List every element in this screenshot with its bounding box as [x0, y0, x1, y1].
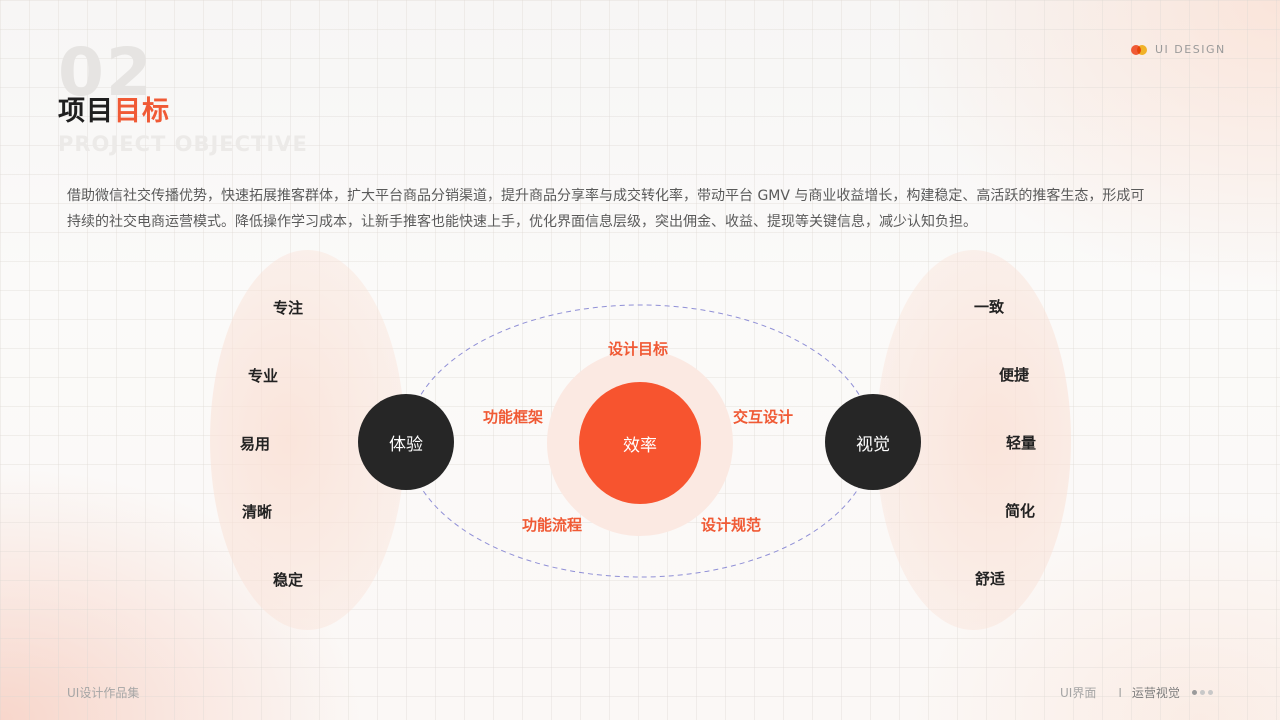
label-design-spec: 设计规范 [701, 516, 762, 534]
left-word-4: 清晰 [242, 503, 273, 521]
page-title: 项目目标 [58, 98, 170, 125]
title-dark: 项目 [58, 96, 114, 127]
right-word-5: 舒适 [975, 570, 1006, 588]
footer-separator: I [1118, 685, 1122, 700]
node-experience: 体验 [358, 394, 454, 490]
brand-logo: UI DESIGN [1131, 43, 1226, 56]
node-visual: 视觉 [825, 394, 921, 490]
left-word-1: 专注 [273, 299, 304, 317]
brand-dots-icon [1131, 44, 1147, 56]
left-word-3: 易用 [240, 435, 271, 453]
title-accent: 目标 [114, 96, 170, 127]
center-core: 效率 [579, 382, 701, 504]
label-function-flow: 功能流程 [522, 516, 583, 534]
description-text: 借助微信社交传播优势，快速拓展推客群体，扩大平台商品分销渠道，提升商品分享率与成… [67, 188, 1145, 230]
footer-nav: UI界面 I 运营视觉 [1060, 684, 1213, 701]
right-word-2: 便捷 [999, 366, 1030, 384]
footer-portfolio-label: UI设计作品集 [67, 686, 140, 700]
brand-text: UI DESIGN [1155, 43, 1226, 56]
right-word-4: 简化 [1005, 502, 1036, 520]
label-function-framework: 功能框架 [483, 408, 544, 426]
right-word-1: 一致 [974, 298, 1005, 316]
more-dots-icon [1191, 690, 1213, 695]
left-word-5: 稳定 [273, 571, 304, 589]
label-design-goal: 设计目标 [608, 340, 669, 358]
footer-item-ui[interactable]: UI界面 [1060, 686, 1097, 700]
left-word-2: 专业 [248, 367, 279, 385]
section-number: 02 [58, 34, 154, 111]
label-interaction-design: 交互设计 [733, 408, 794, 426]
page-subtitle: PROJECT OBJECTIVE [58, 132, 308, 156]
right-word-3: 轻量 [1006, 434, 1037, 452]
footer-item-operation[interactable]: 运营视觉 [1131, 686, 1180, 700]
